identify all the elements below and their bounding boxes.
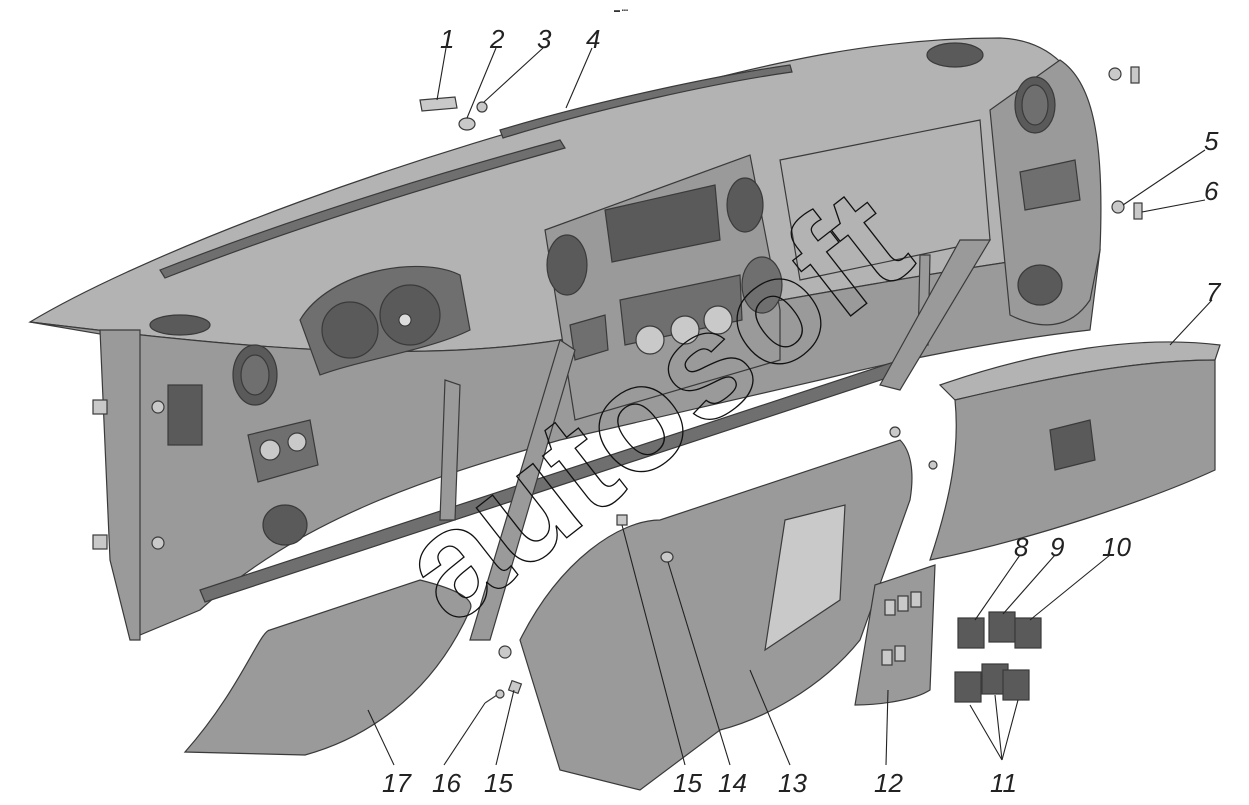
callout-15-left: 15 — [484, 768, 513, 798]
callout-4: 4 — [586, 24, 600, 54]
cross-car-beam — [99, 239, 992, 641]
left-fasteners — [92, 399, 165, 550]
callout-5: 5 — [1204, 126, 1219, 156]
switch-blanks — [954, 611, 1042, 703]
lower-left-trim — [183, 579, 472, 756]
callout-1: 1 — [440, 24, 454, 54]
right-fasteners — [1108, 66, 1143, 220]
callout-10: 10 — [1102, 532, 1131, 562]
leader-lines — [367, 47, 1213, 766]
callout-8: 8 — [1014, 532, 1029, 562]
callout-13: 13 — [778, 768, 807, 798]
callout-14: 14 — [718, 768, 747, 798]
callout-6: 6 — [1204, 176, 1219, 206]
callout-12: 12 — [874, 768, 903, 798]
callout-2: 2 — [489, 24, 505, 54]
callout-7: 7 — [1206, 277, 1222, 307]
dashboard-panel — [28, 37, 1102, 636]
callout-17: 17 — [382, 768, 412, 798]
callout-16: 16 — [432, 768, 461, 798]
header-mark: ▬ ▪▪▪ — [614, 8, 628, 14]
callout-labels: 1 2 3 4 5 6 7 8 9 10 11 12 13 14 15 15 1… — [382, 24, 1222, 798]
lower-fasteners — [484, 645, 523, 704]
callout-15-right: 15 — [673, 768, 702, 798]
glove-box — [929, 341, 1221, 561]
callout-11: 11 — [990, 768, 1017, 798]
callout-3: 3 — [537, 24, 552, 54]
switch-panel — [854, 564, 936, 706]
callout-9: 9 — [1050, 532, 1064, 562]
lower-knee-panel — [519, 426, 938, 791]
top-small-parts — [419, 96, 488, 131]
